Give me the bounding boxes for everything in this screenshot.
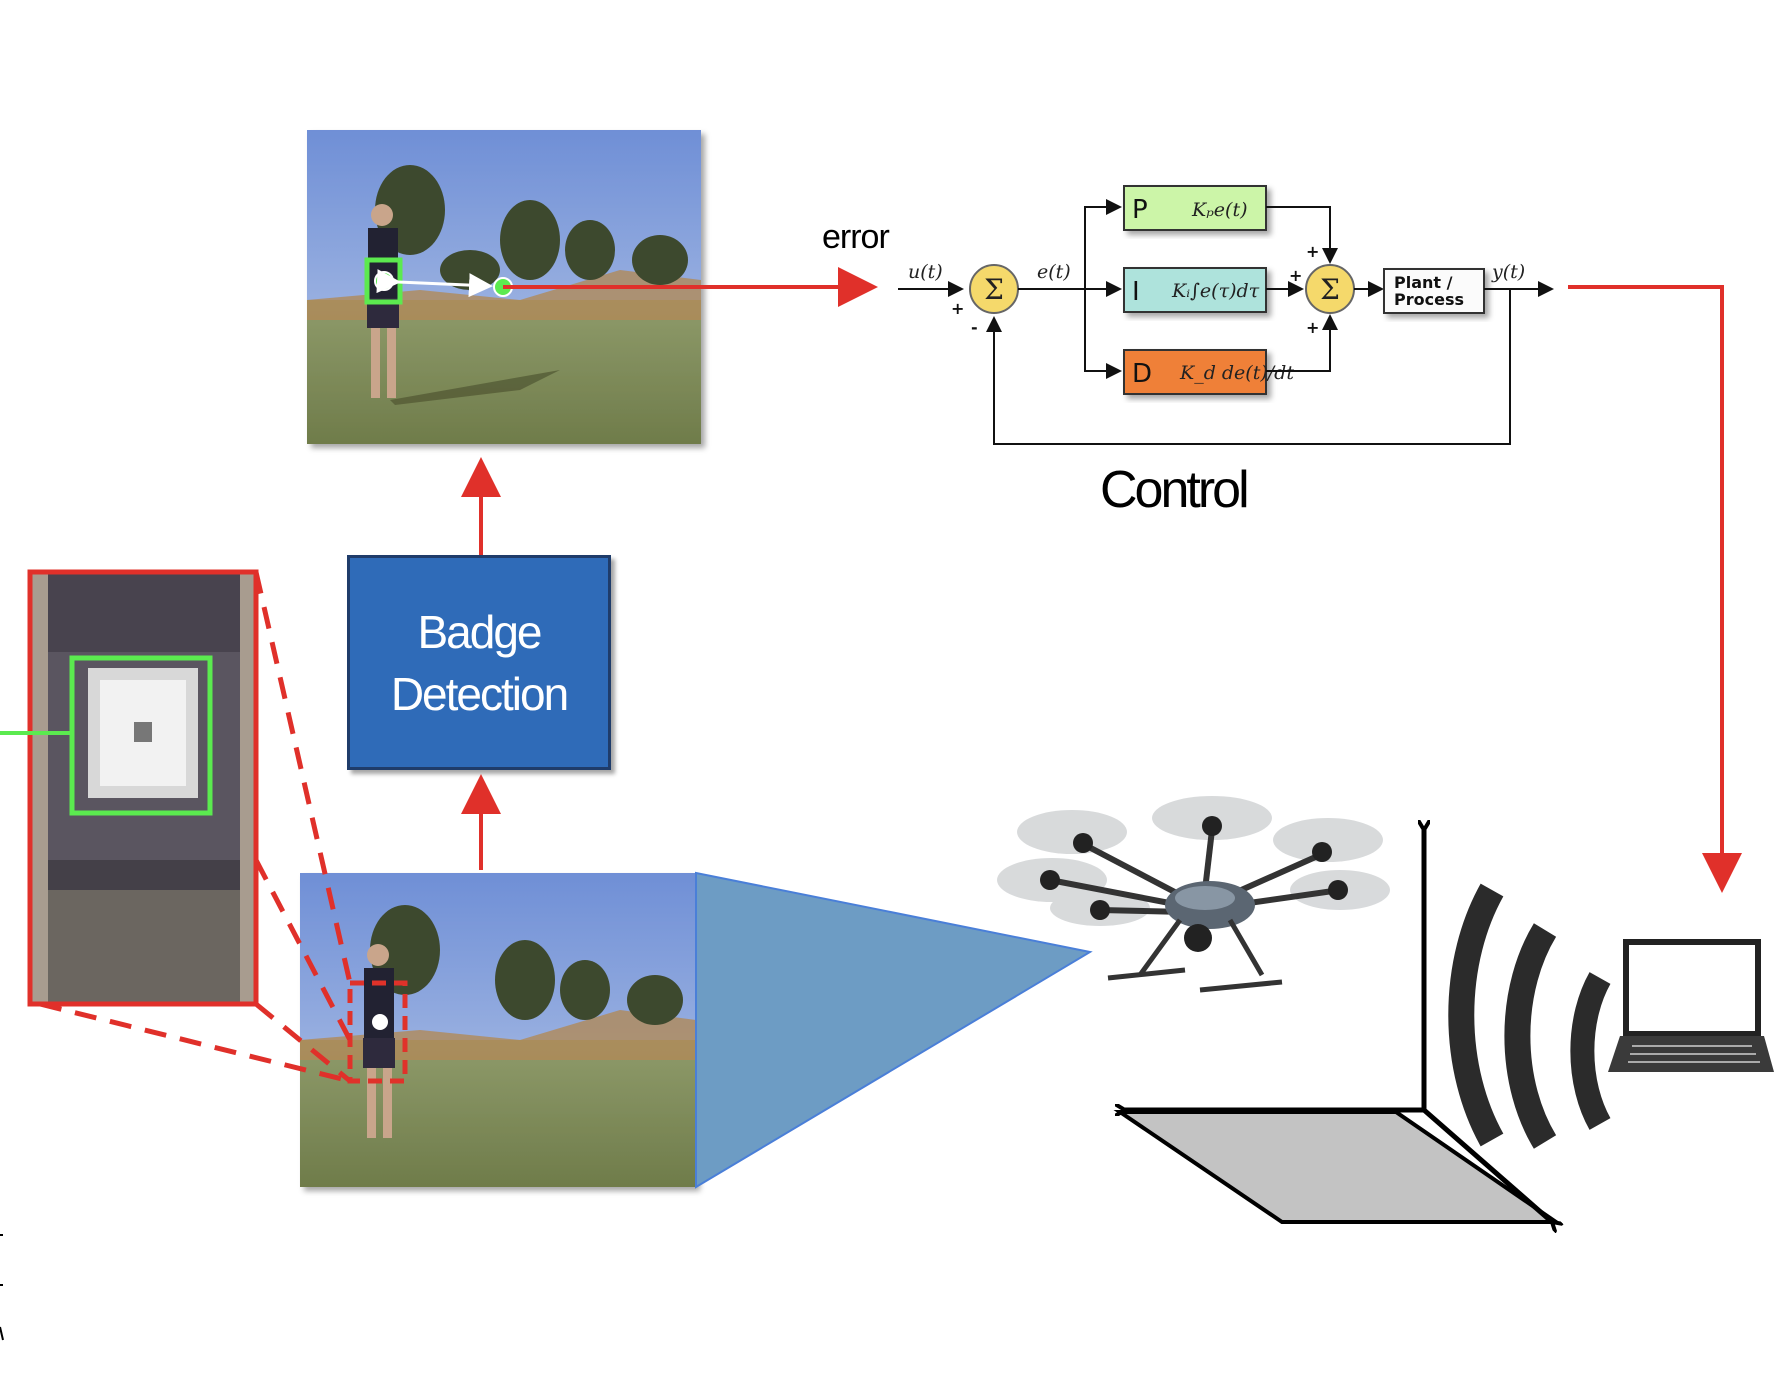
svg-text:Kₚe(t): Kₚe(t) bbox=[1191, 199, 1248, 221]
badge-detection-block: Badge Detection bbox=[347, 555, 611, 770]
y-axis bbox=[1422, 1108, 1552, 1222]
svg-text:D: D bbox=[1132, 359, 1152, 389]
svg-text:Σ: Σ bbox=[1320, 273, 1340, 306]
svg-text:-: - bbox=[971, 318, 978, 337]
p-block bbox=[1123, 185, 1267, 231]
camera-fov bbox=[695, 871, 1093, 1189]
offset-arrow bbox=[376, 269, 493, 298]
arrow-to-laptop bbox=[1568, 285, 1742, 893]
svg-text:y(t): y(t) bbox=[1491, 261, 1525, 283]
svg-text:Plant /: Plant / bbox=[1394, 273, 1453, 292]
edge-marks bbox=[0, 1234, 4, 1341]
error-label: error bbox=[822, 218, 890, 256]
world-frame bbox=[1113, 830, 1556, 1222]
svg-text:+: + bbox=[951, 299, 964, 318]
plant-block bbox=[1383, 268, 1485, 314]
svg-text:K_d de(t)/dt: K_d de(t)/dt bbox=[1179, 362, 1294, 384]
drone-icon bbox=[997, 796, 1390, 993]
pid-controller: u(t) Σ + - e(t) P Kₚe(t) I Kᵢ∫e(τ)dτ D K… bbox=[898, 185, 1554, 445]
person-figure bbox=[367, 204, 560, 405]
badge-detection-line2: Detection bbox=[390, 667, 569, 720]
zoomed-badge-inset bbox=[0, 569, 259, 1007]
zoomed-badge-box bbox=[69, 655, 213, 816]
svg-text:+: + bbox=[1306, 242, 1319, 261]
laptop-icon bbox=[1608, 939, 1774, 1072]
u-label: u(t) bbox=[908, 261, 943, 283]
svg-text:+: + bbox=[1306, 318, 1319, 337]
svg-text:Kᵢ∫e(τ)dτ: Kᵢ∫e(τ)dτ bbox=[1171, 280, 1260, 302]
tracking-frame-image bbox=[307, 130, 701, 444]
svg-text:Σ: Σ bbox=[984, 273, 1004, 306]
control-label: Control bbox=[1100, 461, 1250, 519]
d-block bbox=[1123, 349, 1267, 395]
svg-text:e(t): e(t) bbox=[1037, 261, 1071, 283]
svg-text:I: I bbox=[1132, 277, 1140, 307]
camera-frame-image bbox=[300, 873, 696, 1187]
svg-text:P: P bbox=[1132, 195, 1148, 225]
svg-text:Process: Process bbox=[1394, 290, 1464, 309]
zoom-region-box bbox=[347, 980, 408, 1084]
zoom-lines bbox=[39, 571, 353, 1084]
wireless-signal-icon bbox=[1448, 883, 1611, 1149]
svg-text:+: + bbox=[1289, 266, 1302, 285]
badge-detection-line1: Badge bbox=[417, 605, 542, 658]
badge-center-dot bbox=[374, 271, 394, 291]
